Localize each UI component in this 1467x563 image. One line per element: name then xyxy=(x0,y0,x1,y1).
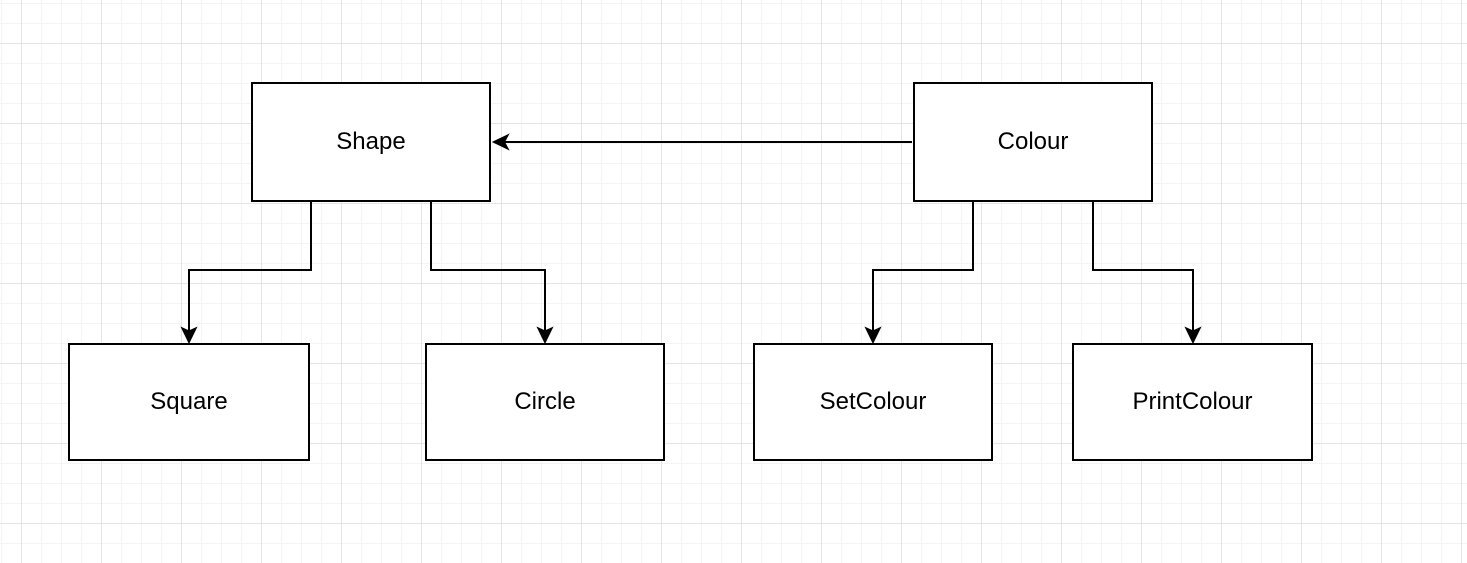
node-printcolour[interactable]: PrintColour xyxy=(1072,343,1313,461)
node-colour[interactable]: Colour xyxy=(913,82,1153,202)
edge-shape-to-square[interactable] xyxy=(180,202,312,345)
node-circle[interactable]: Circle xyxy=(425,343,665,461)
node-setcolour-label: SetColour xyxy=(819,388,927,415)
edge-shape-to-circle[interactable] xyxy=(430,202,554,345)
node-square-label: Square xyxy=(150,388,228,415)
arrowhead-down-icon xyxy=(1184,326,1202,345)
node-circle-label: Circle xyxy=(514,388,576,415)
edge-colour-to-shape[interactable] xyxy=(491,133,912,151)
edge-colour-to-setcolour-line[interactable] xyxy=(872,202,974,331)
node-shape[interactable]: Shape xyxy=(251,82,491,202)
arrowhead-down-icon xyxy=(864,326,882,345)
edge-shape-to-circle-line[interactable] xyxy=(430,202,546,331)
edge-colour-to-printcolour-line[interactable] xyxy=(1092,202,1194,331)
edge-colour-to-setcolour[interactable] xyxy=(864,202,974,345)
arrowhead-down-icon xyxy=(180,326,198,345)
node-printcolour-label: PrintColour xyxy=(1132,388,1253,415)
edge-shape-to-square-line[interactable] xyxy=(188,202,312,331)
edge-colour-to-printcolour[interactable] xyxy=(1092,202,1202,345)
arrowhead-down-icon xyxy=(536,326,554,345)
node-setcolour[interactable]: SetColour xyxy=(753,343,993,461)
node-square[interactable]: Square xyxy=(68,343,310,461)
node-shape-label: Shape xyxy=(336,128,406,155)
arrowhead-left-icon xyxy=(491,133,510,151)
node-colour-label: Colour xyxy=(997,128,1069,155)
